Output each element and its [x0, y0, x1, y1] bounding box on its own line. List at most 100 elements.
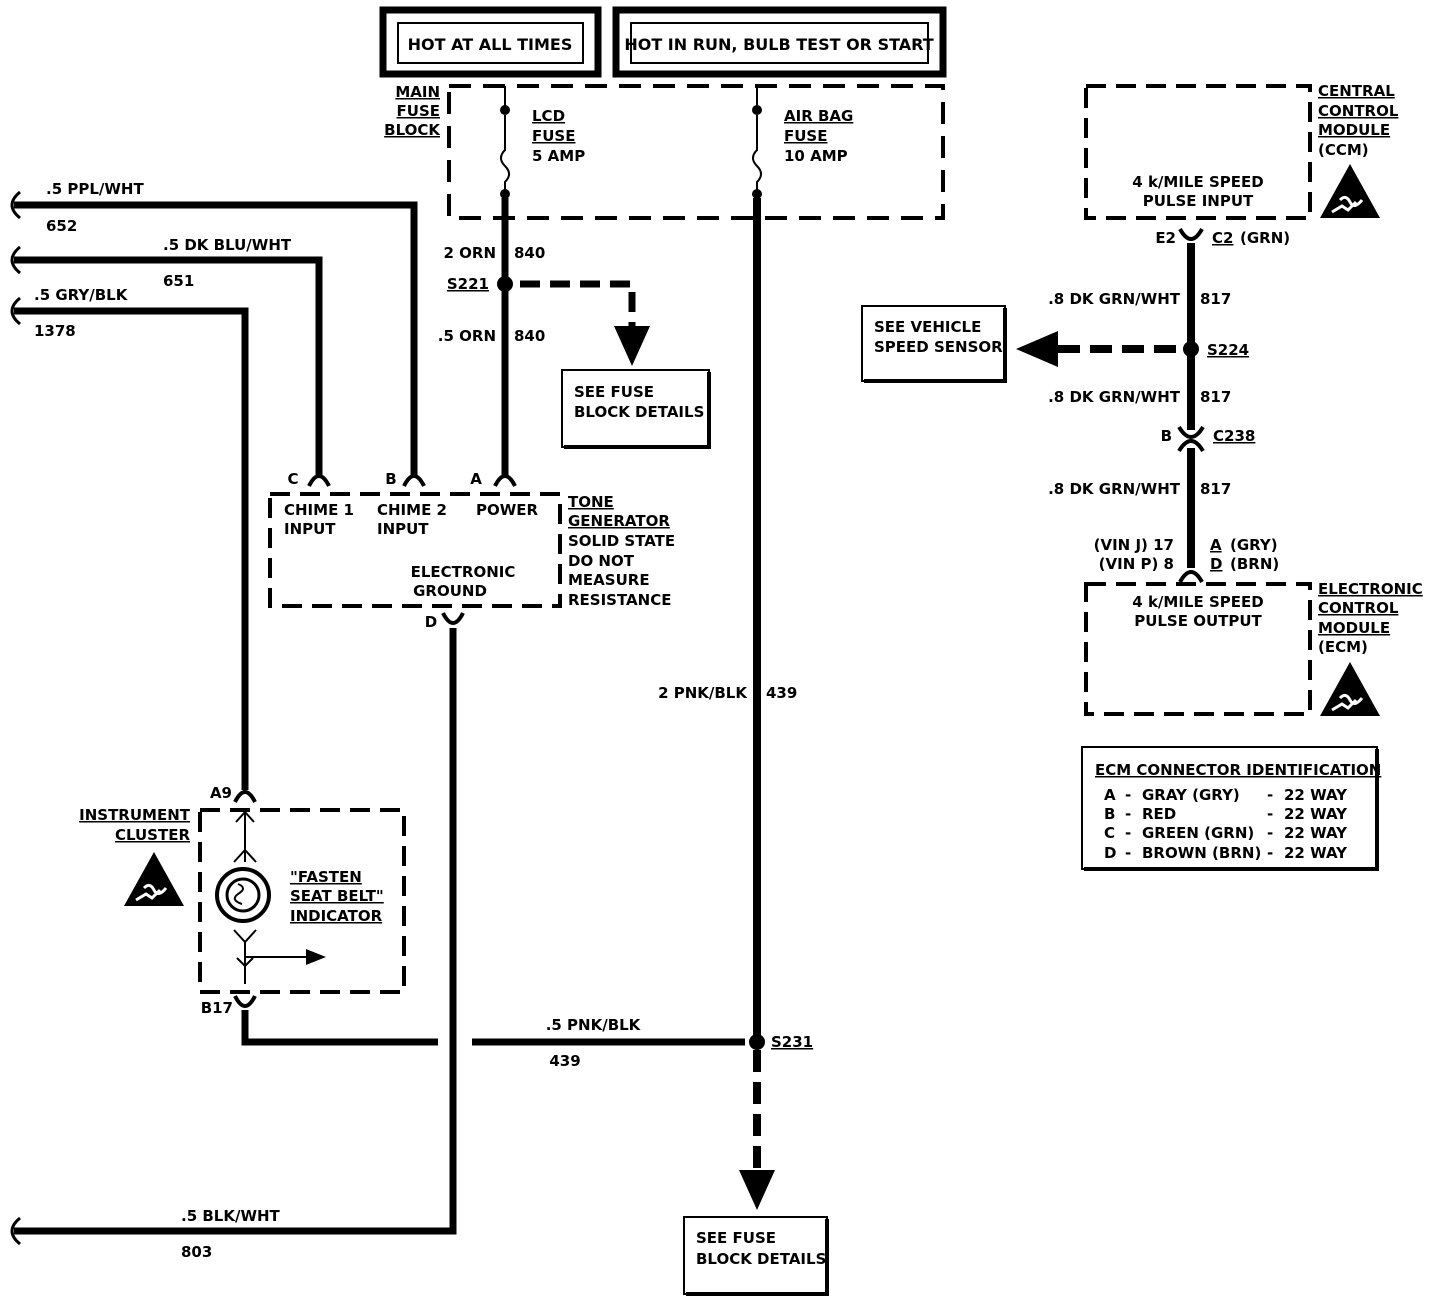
ecm-table-row: C - GREEN (GRN) - 22 WAY [1104, 824, 1348, 842]
tone-pin-a: A [470, 470, 482, 488]
circuit-840: 2 ORN 840 S221 .5 ORN 840 [438, 198, 650, 487]
ccm-pin-e2: E2 [1155, 229, 1176, 247]
ecm-table-row: B - RED - 22 WAY [1104, 805, 1348, 823]
ground-label-2: GROUND [413, 582, 487, 600]
splice-s224-label: S224 [1207, 341, 1249, 359]
tone-note-3: MEASURE [568, 571, 650, 589]
wire-651: .5 DK BLU/WHT 651 [10, 236, 331, 487]
ccm-input-label-2: PULSE INPUT [1143, 192, 1254, 210]
lcd-fuse: LCD FUSE 5 AMP [500, 86, 585, 199]
esd-warning-icon [1318, 660, 1382, 718]
ecm-label-1: ELECTRONIC [1318, 580, 1423, 598]
cluster-label-2: CLUSTER [115, 826, 190, 844]
ccm-label-3: MODULE [1318, 121, 1390, 139]
splice-s221-label: S221 [447, 275, 489, 293]
ecm-table-row: A - GRAY (GRY) - 22 WAY [1104, 786, 1348, 804]
tone-pin-d: D [425, 613, 437, 631]
lcd-fuse-rating: 5 AMP [532, 147, 585, 165]
tone-note-2: DO NOT [568, 552, 635, 570]
wire-439a-color: 2 PNK/BLK [658, 684, 748, 702]
svg-text:C: C [1104, 824, 1115, 842]
c238-pin-b: B [1161, 427, 1172, 445]
svg-text:22 WAY: 22 WAY [1284, 844, 1348, 862]
see-fuse-block-details-box-2: SEE FUSE BLOCK DETAILS [683, 1216, 829, 1296]
ecm-label-4: (ECM) [1318, 638, 1368, 656]
ecm-table-row: D - BROWN (BRN) - 22 WAY [1104, 844, 1348, 862]
wire-817c-number: 817 [1200, 480, 1231, 498]
main-fuse-block-label-1: MAIN [395, 83, 440, 101]
svg-text:D: D [1104, 844, 1116, 862]
svg-text:-: - [1267, 786, 1273, 804]
splice-s231-dot [749, 1034, 765, 1050]
main-fuse-block: MAIN FUSE BLOCK LCD FUSE 5 AMP AIR BAG F… [384, 83, 945, 220]
wire-817b-color: .8 DK GRN/WHT [1048, 388, 1181, 406]
wire-651-color: .5 DK BLU/WHT [163, 236, 292, 254]
chime2-label-1: CHIME 2 [377, 501, 447, 519]
ccm-label-1: CENTRAL [1318, 82, 1395, 100]
svg-text:BROWN (BRN): BROWN (BRN) [1142, 844, 1261, 862]
cluster-pin-a9: A9 [210, 784, 232, 802]
wire-439a-number: 439 [766, 684, 797, 702]
svg-text:22 WAY: 22 WAY [1284, 805, 1348, 823]
ecm-pin-d-color: (BRN) [1230, 555, 1279, 573]
ecm-label-3: MODULE [1318, 619, 1390, 637]
hot-at-all-times-label: HOT AT ALL TIMES [408, 35, 573, 54]
hot-in-run-box: HOT IN RUN, BULB TEST OR START [612, 6, 947, 78]
svg-text:-: - [1125, 805, 1131, 823]
main-fuse-block-label-2: FUSE [397, 102, 440, 120]
splice-s224-dot [1183, 341, 1199, 357]
svg-text:RED: RED [1142, 805, 1176, 823]
splice-s231-label: S231 [771, 1033, 813, 1051]
indicator-label-1: "FASTEN [290, 868, 362, 886]
lcd-fuse-label-1: LCD [532, 107, 565, 125]
chime1-label-2: INPUT [284, 520, 336, 538]
ecm-vin-p: (VIN P) 8 [1099, 555, 1174, 573]
air-bag-fuse-rating: 10 AMP [784, 147, 848, 165]
svg-text:-: - [1125, 786, 1131, 804]
instrument-cluster: INSTRUMENT CLUSTER A9 "FASTEN SEAT BELT"… [79, 784, 438, 1046]
tone-title-1: TONE [568, 493, 614, 511]
wire-651-number: 651 [163, 272, 194, 290]
wire-439b-number: 439 [549, 1052, 580, 1070]
cluster-label-1: INSTRUMENT [79, 806, 191, 824]
see-vehicle-speed-sensor-box: SEE VEHICLE SPEED SENSOR [861, 305, 1007, 383]
air-bag-fuse-label-1: AIR BAG [784, 107, 853, 125]
svg-text:-: - [1267, 844, 1273, 862]
tone-note-1: SOLID STATE [568, 532, 675, 550]
svg-text:GREEN (GRN): GREEN (GRN) [1142, 824, 1254, 842]
tone-note-4: RESISTANCE [568, 591, 671, 609]
ecm-pin-a-color: (GRY) [1230, 536, 1278, 554]
ecm-output-label-2: PULSE OUTPUT [1134, 612, 1262, 630]
ecm-pin-a: A [1210, 536, 1222, 554]
wire-803-color: .5 BLK/WHT [181, 1207, 281, 1225]
wire-817b-number: 817 [1200, 388, 1231, 406]
ecm-table-title: ECM CONNECTOR IDENTIFICATION [1095, 761, 1381, 779]
svg-text:GRAY (GRY): GRAY (GRY) [1142, 786, 1240, 804]
ccm-pin-c2: C2 [1212, 229, 1233, 247]
wire-652-number: 652 [46, 217, 77, 235]
see-fuse-1-line-1: SEE FUSE [574, 383, 654, 401]
ecm-connector-table: ECM CONNECTOR IDENTIFICATION A - GRAY (G… [1081, 746, 1381, 871]
vss-box-line-2: SPEED SENSOR [874, 338, 1003, 356]
ecm-output-label-1: 4 k/MILE SPEED [1132, 593, 1263, 611]
arrow-to-fuse-details-1 [614, 326, 650, 366]
c238-label: C238 [1213, 427, 1255, 445]
wire-803: .5 BLK/WHT 803 [10, 612, 465, 1261]
wire-1378-number: 1378 [34, 322, 76, 340]
wire-840b-color: .5 ORN [438, 327, 496, 345]
esd-warning-icon [122, 850, 186, 908]
svg-text:B: B [1104, 805, 1115, 823]
svg-text:-: - [1267, 824, 1273, 842]
wire-840b-number: 840 [514, 327, 545, 345]
wire-439b-color: .5 PNK/BLK [546, 1016, 642, 1034]
wire-652-color: .5 PPL/WHT [46, 180, 144, 198]
hot-in-run-label: HOT IN RUN, BULB TEST OR START [624, 35, 933, 54]
electronic-control-module: (VIN J) 17 (VIN P) 8 A (GRY) D (BRN) 4 k… [1084, 536, 1423, 718]
indicator-label-2: SEAT BELT" [290, 887, 384, 905]
arrow-to-vss [1016, 331, 1058, 367]
hot-at-all-times-box: HOT AT ALL TIMES [379, 6, 602, 78]
tone-title-2: GENERATOR [568, 512, 670, 530]
see-fuse-block-details-box-1: SEE FUSE BLOCK DETAILS [561, 369, 711, 449]
chime1-label-1: CHIME 1 [284, 501, 354, 519]
